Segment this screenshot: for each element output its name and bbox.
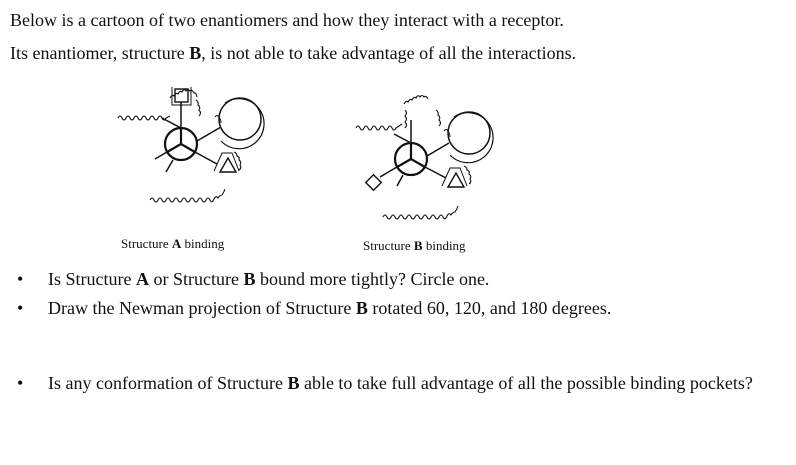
intro-text-1: Below is a cartoon of two enantiomers an… — [10, 10, 564, 30]
q3-part-2: able to take full advantage of all the p… — [299, 373, 753, 393]
receptor-wave-b-mid — [404, 109, 408, 129]
bullet-2: • — [17, 298, 24, 318]
q1-bold-b: B — [243, 269, 256, 289]
q1-part-3: bound more tightly? Circle one. — [255, 269, 490, 289]
bullet-3: • — [17, 373, 24, 393]
caption-structure-a: Structure A binding — [121, 236, 224, 252]
intro-line-1: Below is a cartoon of two enantiomers an… — [10, 9, 564, 31]
receptor-wave-a-right — [233, 151, 242, 171]
receptor-wave-b-left — [355, 123, 403, 131]
q3-bold-b: B — [287, 373, 300, 393]
intro-text-2b: , is not able to take advantage of all t… — [201, 43, 577, 63]
caption-a-post: binding — [181, 236, 225, 251]
intro-text-2a: Its enantiomer, structure — [10, 43, 190, 63]
q1-part-2: or Structure — [148, 269, 244, 289]
receptor-wave-a-upper — [195, 99, 202, 117]
receptor-wave-a-bottom — [149, 188, 226, 203]
caption-b-post: binding — [422, 238, 466, 253]
receptor-wave-b-bottom — [382, 205, 459, 220]
q2-part-1: Draw the Newman projection of Structure — [48, 298, 356, 318]
question-3: • Is any conformation of Structure B abl… — [17, 372, 777, 420]
structure-a-cartoon — [117, 87, 265, 203]
receptor-wave-b-top — [403, 94, 429, 105]
q2-part-2: rotated 60, 120, and 180 degrees. — [367, 298, 612, 318]
receptor-wave-a-top — [169, 88, 198, 99]
caption-b-bold: B — [413, 238, 423, 253]
question-2: • Draw the Newman projection of Structur… — [17, 297, 777, 321]
structure-b-cartoon — [355, 94, 494, 220]
intro-structure-b: B — [189, 43, 202, 63]
q3-part-1: Is any conformation of Structure — [48, 373, 288, 393]
receptor-wave-a-left — [117, 115, 171, 121]
caption-a-bold: A — [171, 236, 182, 251]
receptor-wave-b-upper — [435, 109, 442, 127]
intro-line-2: Its enantiomer, structure B, is not able… — [10, 42, 576, 64]
caption-b-pre: Structure — [363, 238, 414, 253]
question-1-text: Is Structure A or Structure B bound more… — [48, 268, 489, 291]
enantiomer-receptor-figure — [117, 87, 494, 220]
caption-a-pre: Structure — [121, 236, 172, 251]
caption-structure-b: Structure B binding — [363, 238, 466, 254]
receptor-wave-b-right — [463, 165, 472, 185]
question-3-text: Is any conformation of Structure B able … — [48, 372, 768, 395]
q1-bold-a: A — [135, 269, 149, 289]
bullet-1: • — [17, 269, 24, 289]
question-2-text: Draw the Newman projection of Structure … — [48, 297, 611, 320]
q1-part-1: Is Structure — [48, 269, 136, 289]
question-1: • Is Structure A or Structure B bound mo… — [17, 268, 777, 292]
q2-bold-b: B — [355, 298, 368, 318]
